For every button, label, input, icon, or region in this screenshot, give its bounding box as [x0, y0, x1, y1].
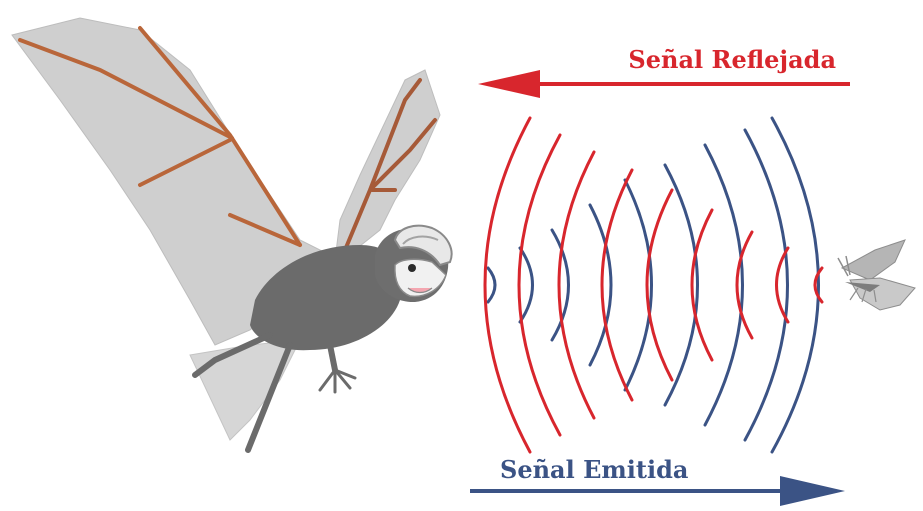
emitted-wave-9 — [772, 118, 819, 452]
bat-icon — [12, 18, 452, 450]
reflected-wave-6 — [602, 170, 632, 400]
emitted-wave-8 — [745, 130, 788, 440]
moth-antennae — [838, 256, 850, 276]
reflected-wave-9 — [485, 118, 530, 452]
emitted-wave-2 — [520, 248, 533, 322]
emitted-wave-1 — [488, 268, 495, 302]
emitted-signal-label: Señal Emitida — [500, 455, 688, 484]
emitted-arrow-head — [780, 476, 845, 506]
sound-waves — [485, 118, 822, 452]
reflected-wave-7 — [559, 152, 594, 418]
reflected-wave-4 — [692, 210, 712, 360]
moth-wing-lower — [850, 278, 915, 310]
reflected-arrow-head — [478, 70, 540, 98]
reflected-wave-8 — [519, 135, 560, 435]
reflected-signal-label: Señal Reflejada — [628, 45, 836, 74]
bat-eye — [408, 264, 416, 272]
bat-foot-claws — [320, 370, 355, 392]
moth-icon — [838, 240, 915, 310]
moth-wing-upper — [842, 240, 905, 280]
reflected-signal-arrow — [478, 70, 850, 98]
